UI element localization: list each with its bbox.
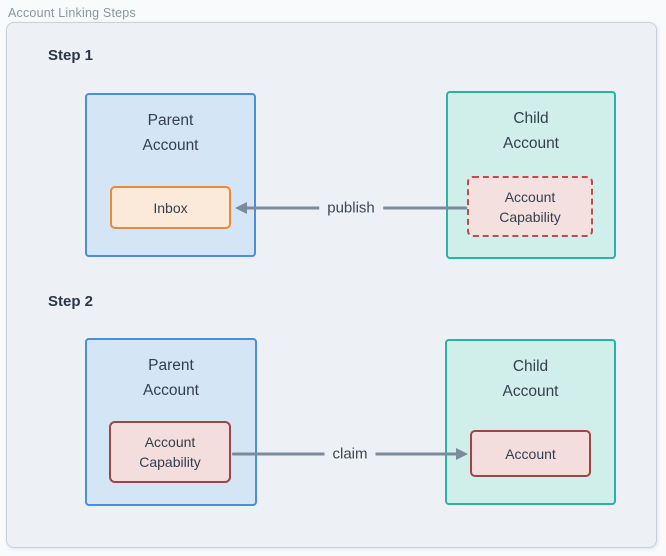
node-title-line: Parent bbox=[147, 112, 194, 129]
inner-node-label-line: Capability bbox=[499, 208, 561, 225]
inner-node-label: Inbox bbox=[153, 199, 188, 216]
step2-account-node: Account bbox=[470, 430, 591, 477]
node-title-line: Child bbox=[512, 358, 549, 375]
node-title: Parent Account bbox=[87, 108, 254, 158]
node-title-line: Child bbox=[513, 110, 549, 127]
node-title-line: Account bbox=[142, 137, 199, 154]
inner-node-label-line: Capability bbox=[139, 454, 201, 470]
inner-node-label: Account bbox=[505, 445, 556, 462]
node-title: Child Account bbox=[448, 106, 614, 156]
arrow-label: claim bbox=[324, 445, 376, 463]
inner-node-label-line: Account bbox=[504, 188, 556, 205]
step-1-heading: Step 1 bbox=[48, 47, 94, 64]
step-2-heading: Step 2 bbox=[48, 293, 94, 310]
arrowhead-left-icon bbox=[235, 202, 247, 214]
step2-claim-arrow: claim bbox=[232, 442, 468, 466]
step1-account-capability-node: Account Capability bbox=[467, 176, 593, 237]
step1-parent-account-node: Parent Account Inbox bbox=[85, 93, 256, 257]
node-title-line: Parent bbox=[148, 357, 194, 374]
step1-inbox-node: Inbox bbox=[110, 186, 231, 229]
arrow-label: publish bbox=[319, 199, 383, 217]
step2-child-account-node: Child Account Account bbox=[445, 339, 616, 505]
step2-account-capability-node: Account Capability bbox=[109, 421, 231, 483]
arrowhead-right-icon bbox=[456, 448, 468, 460]
inner-node-label-line: Account bbox=[144, 434, 196, 450]
node-title: Parent Account bbox=[87, 353, 255, 403]
diagram-title: Account Linking Steps bbox=[8, 6, 136, 20]
step1-publish-arrow: publish bbox=[235, 196, 467, 220]
step1-child-account-node: Child Account Account Capability bbox=[446, 91, 616, 259]
node-title-line: Account bbox=[142, 382, 199, 399]
node-title-line: Account bbox=[502, 135, 559, 152]
node-title: Child Account bbox=[447, 354, 614, 404]
node-title-line: Account bbox=[502, 383, 559, 400]
step2-parent-account-node: Parent Account Account Capability bbox=[85, 338, 257, 506]
